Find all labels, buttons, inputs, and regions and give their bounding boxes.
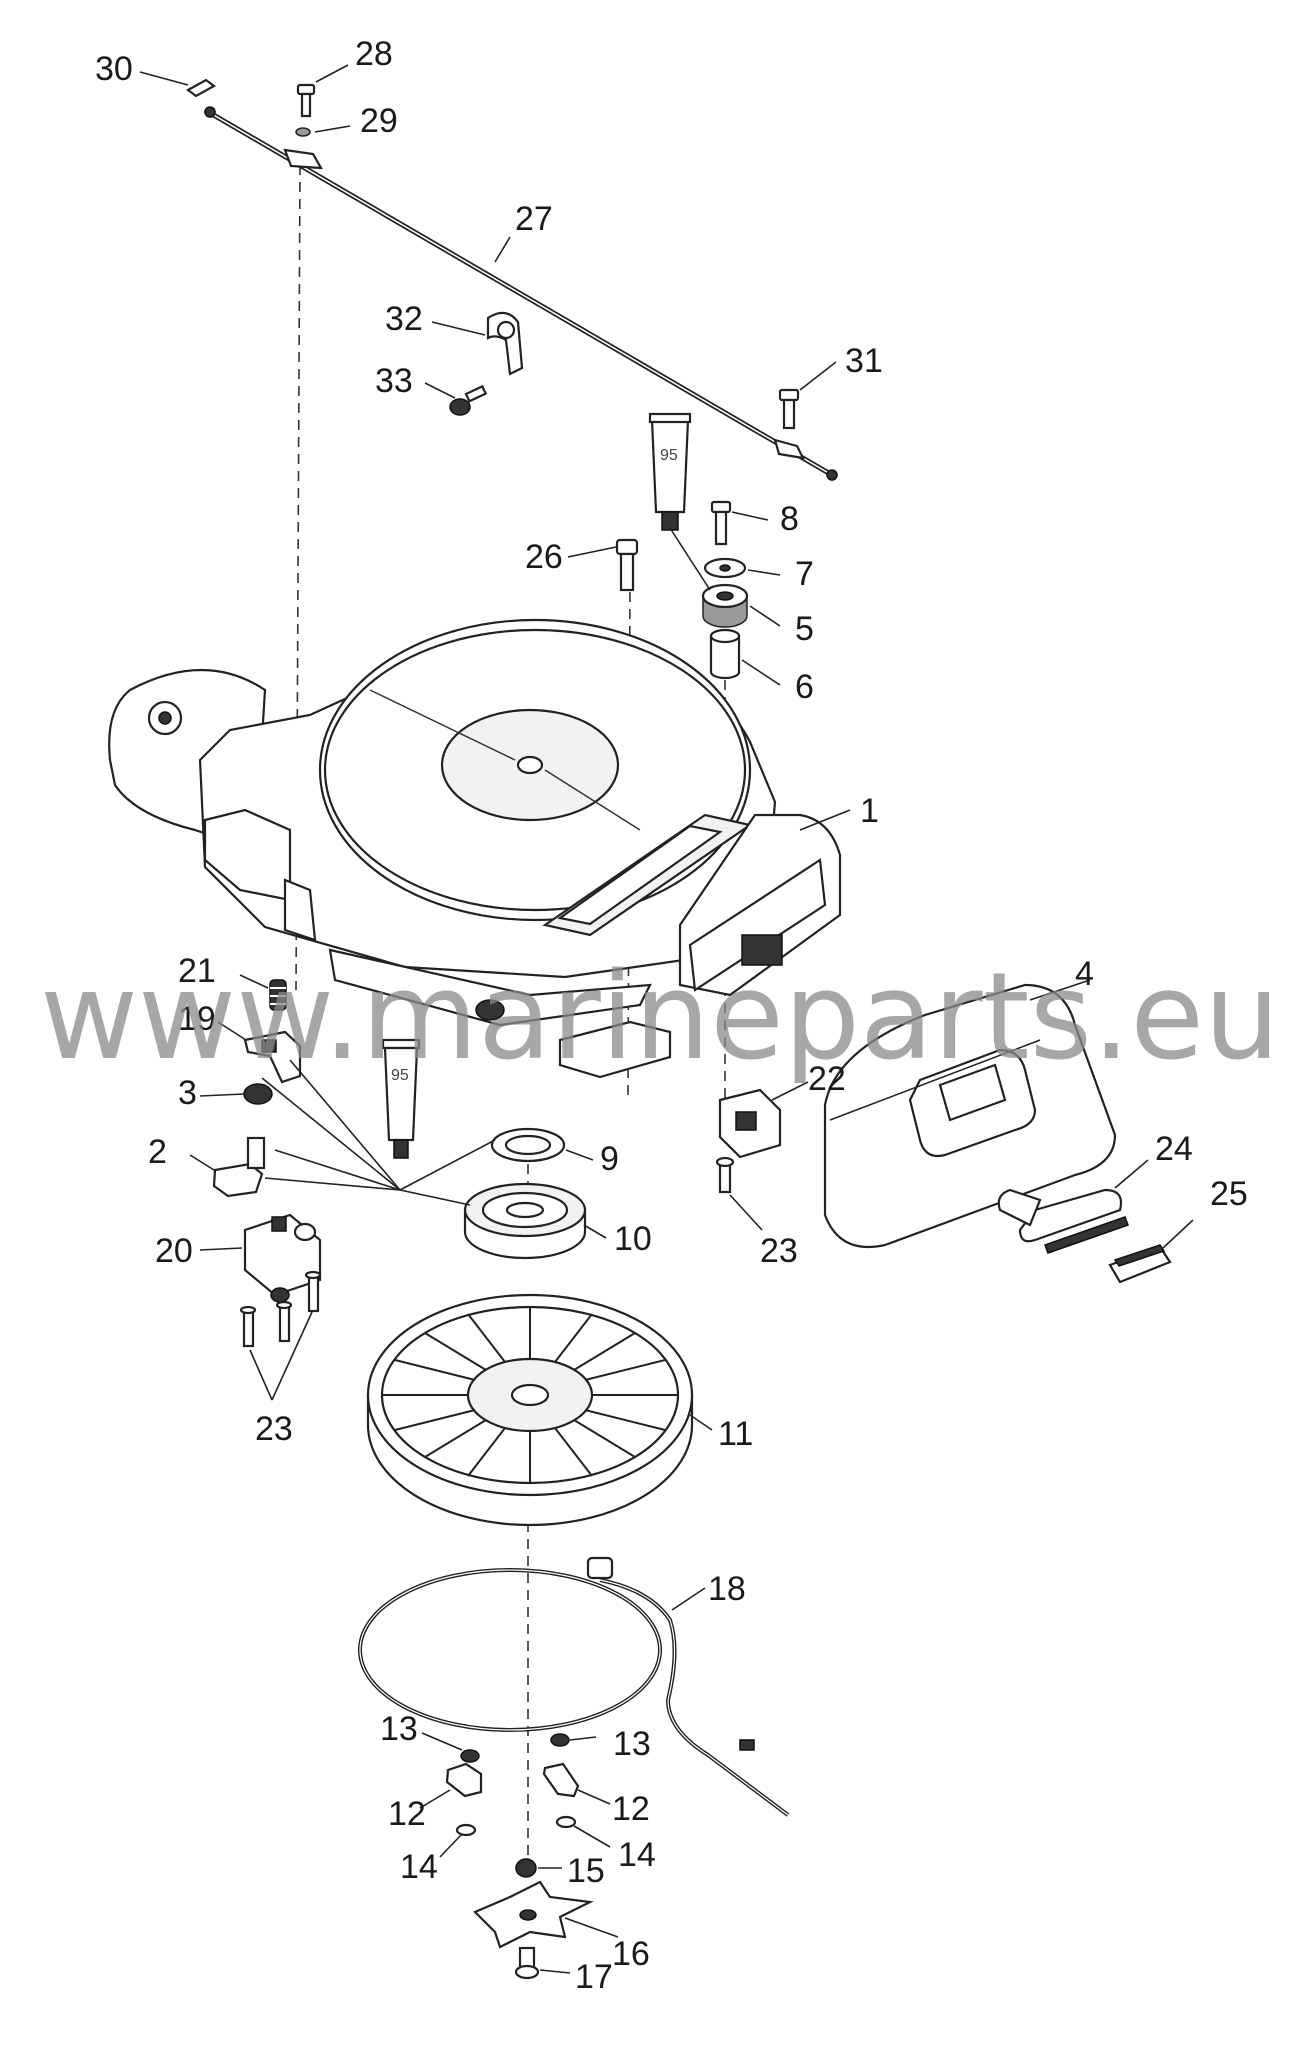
tube-label-middle: 95 (391, 1067, 409, 1084)
part-18-starter-rope (358, 1556, 790, 1817)
tube-label-top: 95 (660, 447, 678, 464)
part-25-grip-insert (1108, 1244, 1172, 1284)
part-28-screw (296, 83, 316, 118)
label-13-right: 13 (613, 1725, 651, 1763)
part-11-reel (366, 1293, 694, 1527)
part-8-screw (710, 500, 732, 546)
part-22-switch-bracket (718, 1088, 782, 1159)
grease-tube-middle: 95 (381, 1038, 421, 1159)
label-6: 6 (795, 668, 814, 706)
part-17-screw (514, 1946, 540, 1980)
part-19-lever (243, 1030, 302, 1084)
part-20-bracket (243, 1213, 322, 1303)
label-23-right: 23 (760, 1232, 798, 1270)
label-20: 20 (155, 1232, 193, 1270)
label-18: 18 (708, 1570, 746, 1608)
part-5-bushing (701, 583, 749, 628)
part-16-plate (473, 1880, 594, 1949)
watermark: www.marineparts.eu (40, 948, 1280, 1087)
part-15-nut (515, 1858, 537, 1878)
part-13-springs (460, 1733, 570, 1763)
part-23-screw-right (715, 1156, 735, 1194)
label-12-left: 12 (388, 1795, 426, 1833)
part-4-handle-cover (823, 983, 1117, 1249)
label-1: 1 (860, 792, 879, 830)
part-24-pull-handle (997, 1188, 1129, 1254)
callout-labels: 30 28 29 27 32 33 31 8 26 7 5 6 1 4 21 1… (95, 35, 1248, 1996)
label-7: 7 (795, 555, 814, 593)
part-23-screws-left (239, 1270, 322, 1348)
label-31: 31 (845, 342, 883, 380)
label-21: 21 (178, 952, 216, 990)
label-4: 4 (1075, 955, 1094, 993)
label-24: 24 (1155, 1130, 1193, 1168)
part-3-spring (243, 1083, 273, 1105)
label-27: 27 (515, 200, 553, 238)
label-17: 17 (575, 1958, 613, 1996)
label-3: 3 (178, 1074, 197, 1112)
label-2: 2 (148, 1133, 167, 1171)
label-9: 9 (600, 1140, 619, 1178)
label-26: 26 (525, 538, 563, 576)
part-26-pin (615, 538, 639, 592)
part-27-link-rod (203, 106, 838, 481)
part-33-screw (449, 384, 488, 416)
label-23-left: 23 (255, 1410, 293, 1448)
part-9-spring-clip (490, 1127, 566, 1163)
part-30-clip (185, 78, 217, 98)
label-13-left: 13 (380, 1710, 418, 1748)
part-12-pawls (445, 1762, 580, 1798)
part-6-spacer (709, 628, 741, 680)
part-21-spring (269, 979, 287, 1011)
label-10: 10 (614, 1220, 652, 1258)
part-14-washers (455, 1815, 577, 1837)
label-15: 15 (567, 1852, 605, 1890)
label-14-right: 14 (618, 1836, 656, 1874)
label-5: 5 (795, 610, 814, 648)
part-10-hub (463, 1182, 587, 1260)
label-12-right: 12 (612, 1790, 650, 1828)
label-30: 30 (95, 50, 133, 88)
label-29: 29 (360, 102, 398, 140)
grease-tube-top: 95 (648, 412, 692, 531)
label-19: 19 (178, 1000, 216, 1038)
label-25: 25 (1210, 1175, 1248, 1213)
part-32-bracket (486, 311, 524, 376)
label-11: 11 (718, 1415, 753, 1453)
label-32: 32 (385, 300, 423, 338)
label-16: 16 (612, 1935, 650, 1973)
part-2-pawl (212, 1136, 266, 1198)
label-8: 8 (780, 500, 799, 538)
label-28: 28 (355, 35, 393, 73)
part-31-screw (778, 388, 800, 430)
label-22: 22 (808, 1060, 846, 1098)
leader-lines (139, 64, 1194, 1974)
part-7-washer (703, 557, 747, 579)
label-14-left: 14 (400, 1848, 438, 1886)
label-33: 33 (375, 362, 413, 400)
part-1-starter-housing (108, 618, 842, 1079)
part-29-washer (295, 127, 311, 137)
